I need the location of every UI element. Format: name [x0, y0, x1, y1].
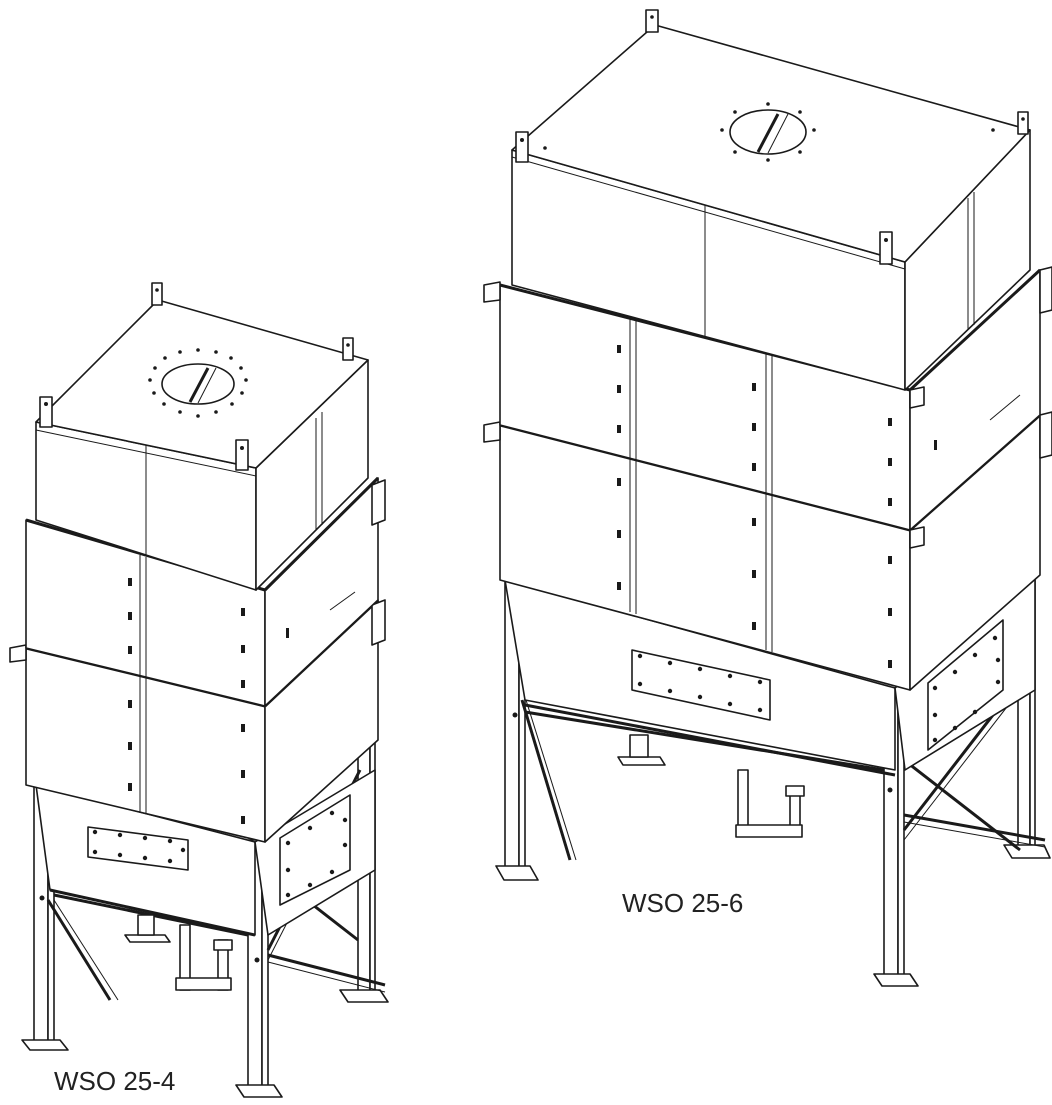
unit-wso-25-6: WSO 25-6: [483, 9, 1052, 987]
right-hood: [511, 9, 1031, 391]
left-hood: [35, 282, 369, 591]
label-wso-25-4: WSO 25-4: [54, 1066, 175, 1096]
left-hopper: [35, 769, 376, 963]
label-wso-25-6: WSO 25-6: [622, 888, 743, 918]
left-module-lower: [9, 598, 386, 843]
unit-wso-25-4: WSO 25-4: [9, 282, 389, 1098]
right-hopper: [504, 574, 1036, 793]
